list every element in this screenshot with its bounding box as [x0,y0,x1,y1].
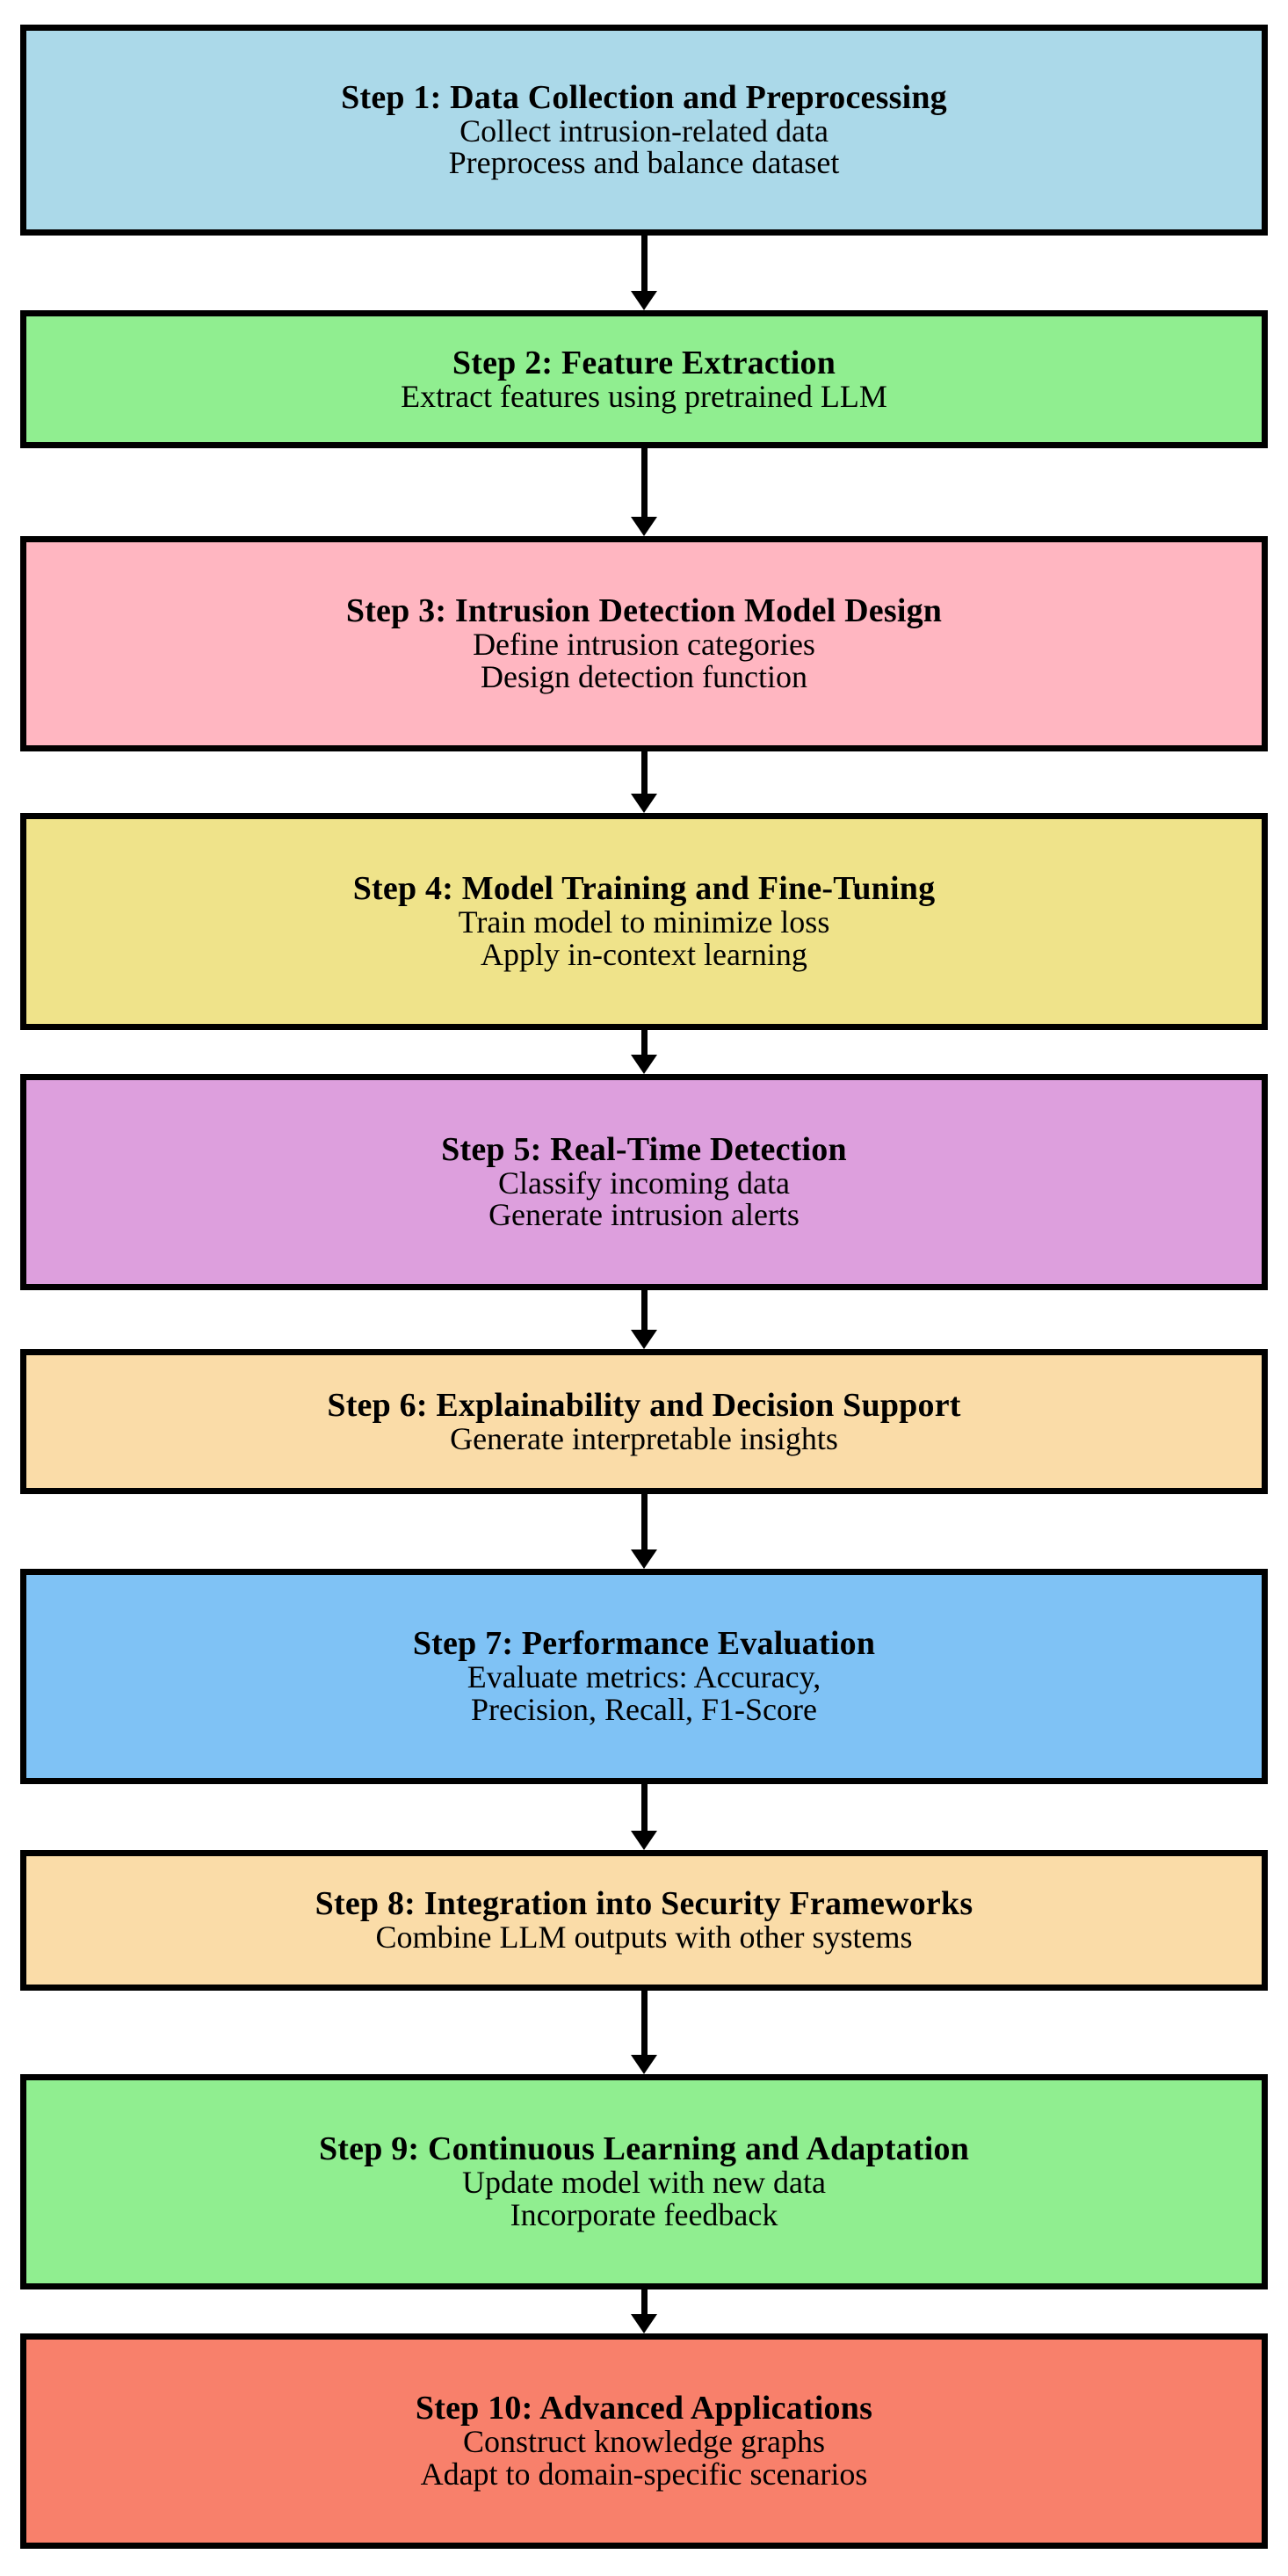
flow-step-box[interactable]: Step 6: Explainability and Decision Supp… [20,1349,1268,1494]
flow-step-box[interactable]: Step 3: Intrusion Detection Model Design… [20,536,1268,751]
step-title: Step 4: Model Training and Fine-Tuning [352,870,936,908]
step-subtitle: Generate intrusion alerts [488,1197,800,1233]
step-subtitle: Train model to minimize loss [458,904,830,940]
step-subtitle: Apply in-context learning [481,936,807,972]
arrow-head-icon [631,1330,657,1349]
arrow-shaft [641,1030,648,1056]
step-title: Step 3: Intrusion Detection Model Design [345,592,943,630]
flow-step-box[interactable]: Step 1: Data Collection and Preprocessin… [20,25,1268,236]
arrow-head-icon [631,1549,657,1569]
step-subtitle: Collect intrusion-related data [459,112,829,149]
step-subtitle-group: Evaluate metrics: Accuracy,Precision, Re… [467,1661,821,1725]
arrow-head-icon [631,1831,657,1850]
step-subtitle: Construct knowledge graphs [463,2424,825,2460]
step-subtitle-group: Combine LLM outputs with other systems [376,1921,913,1954]
step-title: Step 7: Performance Evaluation [412,1625,876,1663]
step-subtitle: Preprocess and balance dataset [448,145,840,181]
arrow-shaft [641,236,648,293]
step-subtitle-group: Generate interpretable insights [450,1420,838,1456]
step-subtitle: Precision, Recall, F1-Score [471,1691,817,1727]
step-subtitle: Combine LLM outputs with other systems [375,1919,913,1956]
step-title: Step 5: Real-Time Detection [441,1130,847,1168]
step-subtitle: Adapt to domain-specific scenarios [420,2456,868,2492]
step-title: Step 8: Integration into Security Framew… [315,1885,973,1923]
step-title: Step 2: Feature Extraction [452,344,836,381]
arrow-head-icon [631,2314,657,2333]
step-subtitle: Extract features using pretrained LLM [401,378,887,414]
arrow-shaft [641,751,648,795]
step-title: Step 6: Explainability and Decision Supp… [327,1386,961,1424]
step-title: Step 10: Advanced Applications [415,2390,873,2427]
step-subtitle: Design detection function [481,658,807,694]
step-subtitle: Define intrusion categories [473,627,815,663]
step-subtitle: Incorporate feedback [510,2196,778,2232]
arrow-shaft [641,448,648,519]
flow-step-box[interactable]: Step 8: Integration into Security Framew… [20,1850,1268,1991]
step-title: Step 1: Data Collection and Preprocessin… [341,78,947,116]
arrow-shaft [641,1494,648,1551]
step-title: Step 9: Continuous Learning and Adaptati… [318,2130,970,2168]
arrow-head-icon [631,1055,657,1074]
arrow-shaft [641,1784,648,1832]
step-subtitle: Evaluate metrics: Accuracy, [467,1659,821,1695]
arrow-head-icon [631,517,657,536]
step-subtitle-group: Extract features using pretrained LLM [401,378,887,414]
arrow-shaft [641,1991,648,2057]
arrow-head-icon [631,2055,657,2074]
flow-step-box[interactable]: Step 9: Continuous Learning and Adaptati… [20,2074,1268,2289]
arrow-head-icon [631,794,657,813]
step-subtitle: Update model with new data [462,2165,826,2201]
arrow-shaft [641,1290,648,1332]
arrow-shaft [641,2289,648,2316]
step-subtitle: Classify incoming data [498,1165,790,1201]
step-subtitle: Generate interpretable insights [450,1420,838,1456]
arrow-head-icon [631,291,657,310]
